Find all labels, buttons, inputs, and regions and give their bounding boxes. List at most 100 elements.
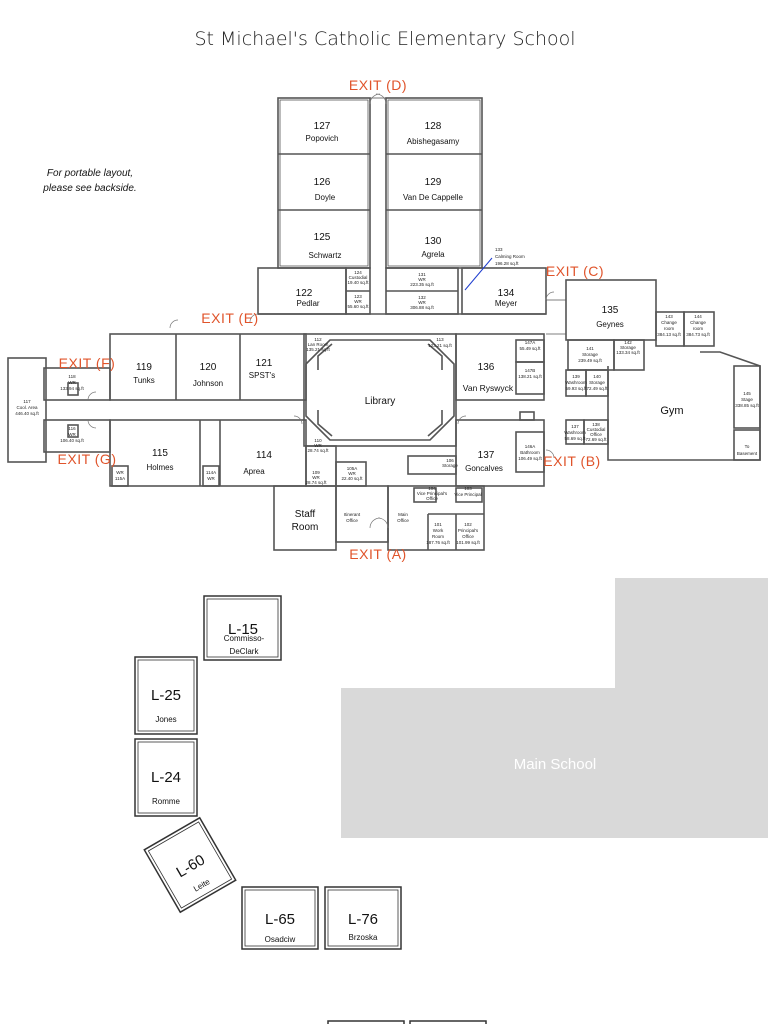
room-137-number: 137 xyxy=(478,450,495,461)
room-128-number: 128 xyxy=(425,121,442,132)
portable-l15-code: L-15 xyxy=(228,621,258,638)
portable-l25-code: L-25 xyxy=(151,687,181,704)
room-137-teacher: Goncalves xyxy=(465,464,503,473)
room-119-number: 119 xyxy=(136,362,152,373)
portable-l76: L-76 Brzoska xyxy=(324,886,402,950)
room-121-teacher: SPST's xyxy=(249,371,275,380)
portable-l65-teacher: Osadciw xyxy=(265,935,296,944)
calming-room-pointer-line xyxy=(464,257,493,291)
portable-l65-code: L-65 xyxy=(265,911,295,928)
room-120-teacher: Johnson xyxy=(193,379,223,388)
portable-l76-code: L-76 xyxy=(348,911,378,928)
room-127-number: 127 xyxy=(314,121,331,132)
portable-l60: L-60 Leite xyxy=(143,816,237,914)
exit-f-label: EXIT (F) xyxy=(59,355,116,371)
room-128-teacher: Abishegasamy xyxy=(407,137,459,146)
room-120-number: 120 xyxy=(200,362,217,373)
staff-room-label-1: Staff xyxy=(295,509,316,520)
page-title: St Michael's Catholic Elementary School xyxy=(194,28,575,50)
exit-b-label: EXIT (B) xyxy=(543,453,600,469)
room-126-number: 126 xyxy=(314,177,331,188)
floor-plan-walls xyxy=(7,97,761,551)
room-114-number: 114 xyxy=(256,450,272,461)
gym-label: Gym xyxy=(660,405,683,417)
portable-l65: L-65 Osadciw xyxy=(241,886,319,950)
room-126-teacher: Doyle xyxy=(315,193,336,202)
room-136-teacher: Van Ryswyck xyxy=(463,383,514,393)
room-129-number: 129 xyxy=(425,177,442,188)
room-129-teacher: Van De Cappelle xyxy=(403,193,463,202)
room-122-teacher: Pedlar xyxy=(296,299,319,308)
room-122-number: 122 xyxy=(296,288,313,299)
exit-c-label: EXIT (C) xyxy=(546,263,604,279)
room-130-number: 130 xyxy=(425,236,442,247)
exit-e-label: EXIT (E) xyxy=(201,310,258,326)
main-school-label: Main School xyxy=(514,756,597,773)
staff-room-label-2: Room xyxy=(292,522,319,533)
room-119-teacher: Tunks xyxy=(133,376,155,385)
room-135-teacher: Geynes xyxy=(596,320,624,329)
portable-l15: L-15 Commisso-DeClark xyxy=(203,595,282,661)
portable-l15-teacher: Commisso-DeClark xyxy=(224,634,265,656)
room-134-number: 134 xyxy=(498,288,515,299)
exit-g-label: EXIT (G) xyxy=(58,451,117,467)
room-125-number: 125 xyxy=(314,232,331,243)
room-135-number: 135 xyxy=(602,305,619,316)
room-134-teacher: Meyer xyxy=(495,299,518,308)
room-125-teacher: Schwartz xyxy=(309,251,342,260)
room-130-teacher: Agrela xyxy=(421,250,445,259)
main-school-footprint xyxy=(341,578,768,838)
exit-d-label: EXIT (D) xyxy=(349,77,407,93)
portable-l25-teacher: Jones xyxy=(155,715,176,724)
door-arcs xyxy=(87,93,555,529)
portable-layout-note-line-1: For portable layout, xyxy=(47,168,133,179)
room-136-number: 136 xyxy=(478,362,495,373)
room-114-teacher: Aprea xyxy=(243,467,265,476)
classroom-labels: 127 Popovich 128 Abishegasamy 126 Doyle … xyxy=(133,121,683,533)
library-label: Library xyxy=(365,396,396,407)
room-115-teacher: Holmes xyxy=(146,463,173,472)
portable-l24: L-24 Romme xyxy=(134,738,198,817)
room-127-teacher: Popovich xyxy=(306,134,339,143)
portable-l76-teacher: Brzoska xyxy=(349,933,378,942)
portable-layout-note-line-2: please see backside. xyxy=(42,183,136,194)
portable-l24-code: L-24 xyxy=(151,769,181,786)
exit-a-label: EXIT (A) xyxy=(349,546,406,562)
room-121-number: 121 xyxy=(256,358,273,369)
portable-l24-teacher: Romme xyxy=(152,797,181,806)
